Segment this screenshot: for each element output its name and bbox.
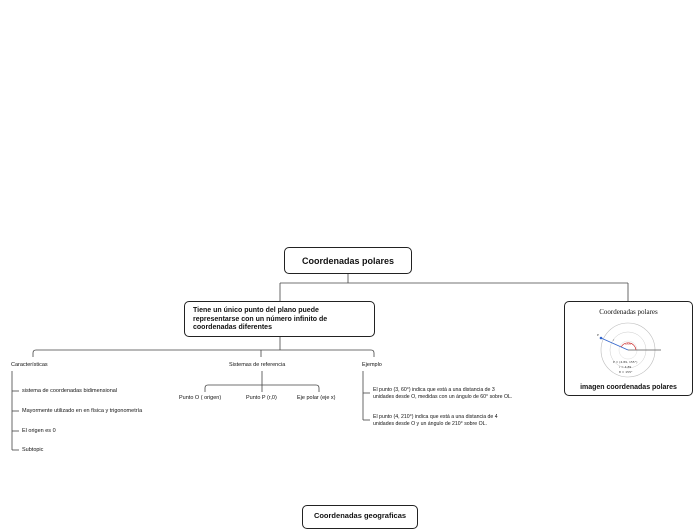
figure-label-theta-value: θ = 155° xyxy=(619,370,633,374)
ejemplo-item[interactable]: El punto (3, 60°) indica que está a una … xyxy=(373,387,512,400)
main-topic-box[interactable]: Tiene un único punto del plano puede rep… xyxy=(184,301,375,337)
figure-label-r-value: r = 4.89 xyxy=(619,365,631,369)
caracteristicas-item[interactable]: sistema de coordenadas bidimensional xyxy=(22,388,118,394)
sistemas-item[interactable]: Eje polar (eje x) xyxy=(297,395,336,401)
root-topic[interactable]: Coordenadas polares xyxy=(284,247,412,274)
figure-label-point: P = (4.89, 155°) xyxy=(613,360,637,364)
root-title: Coordenadas polares xyxy=(301,255,395,266)
figure-label-r: r xyxy=(613,338,615,342)
sistemas-item[interactable]: Punto O ( origen) xyxy=(179,395,222,401)
ejemplo-item-line: El punto (4, 210°) indica que está a una… xyxy=(373,414,498,420)
image-topic-box[interactable]: Coordenadas polares P r 155° P = (4.89, … xyxy=(564,301,693,396)
sistemas-item[interactable]: Punto P (r,0) xyxy=(246,395,277,401)
sistemas-label[interactable]: Sistemas de referencia xyxy=(229,362,286,368)
ejemplo-item[interactable]: El punto (4, 210°) indica que está a una… xyxy=(373,414,498,427)
caracteristicas-item[interactable]: Mayormente utilizado en en física y trig… xyxy=(22,408,143,414)
ejemplo-label[interactable]: Ejemplo xyxy=(362,362,382,368)
figure-label-p: P xyxy=(597,333,599,337)
caracteristicas-label[interactable]: Características xyxy=(11,362,48,368)
figure-label-angle: 155° xyxy=(625,342,633,346)
caracteristicas-item[interactable]: Subtopic xyxy=(22,447,44,453)
bottom-topic-title: Coordenadas geograficas xyxy=(313,511,407,520)
figure-title: Coordenadas polares xyxy=(599,308,658,316)
main-topic-text: Tiene un único punto del plano puede rep… xyxy=(193,307,328,331)
image-topic-caption: imagen coordenadas polares xyxy=(580,384,677,391)
ejemplo-item-line: unidades desde O, medidas con un ángulo … xyxy=(373,393,513,400)
ejemplo-item-line: El punto (3, 60°) indica que está a una … xyxy=(373,387,495,393)
polar-coordinates-figure: P r 155° P = (4.89, 155°) r = 4.89 θ = 1… xyxy=(597,322,661,378)
bottom-topic[interactable]: Coordenadas geograficas xyxy=(302,505,418,529)
caracteristicas-item[interactable]: El origen es 0 xyxy=(22,428,56,434)
ejemplo-item-line: unidades desde O y un ángulo de 210° sob… xyxy=(373,420,487,427)
